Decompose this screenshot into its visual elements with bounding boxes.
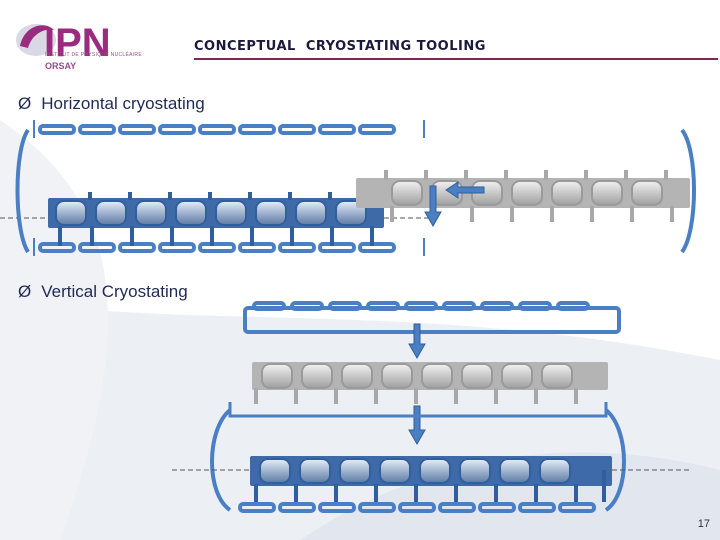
- ipn-logo: IPN: [14, 12, 126, 78]
- down-arrow-icon: [408, 405, 426, 446]
- logo-city: ORSAY: [45, 61, 77, 71]
- vertical-tooling: [172, 301, 690, 513]
- bottom-rail: [33, 238, 425, 256]
- logo-text: IPN: [44, 21, 111, 65]
- bottom-rail: [238, 502, 596, 513]
- logo-subtitle: INSTITUT DE PHYSIQUE NUCLÉAIRE: [45, 52, 142, 58]
- left-bracket: [210, 408, 232, 512]
- horizontal-tooling: [0, 120, 696, 256]
- blue-cavity-string: [48, 192, 384, 246]
- down-arrow-icon: [424, 185, 442, 228]
- left-bracket: [15, 128, 30, 254]
- arrow-bullet-icon: Ø: [18, 94, 32, 113]
- bullet-vertical: Ø Vertical Cryostating: [18, 282, 188, 302]
- grey-cavity-string-vertical: [252, 362, 608, 404]
- bullet-label: Vertical Cryostating: [41, 282, 188, 301]
- bullet-label: Horizontal cryostating: [41, 94, 205, 113]
- top-frame-rail: [252, 301, 590, 311]
- top-frame: [243, 306, 621, 334]
- bullet-horizontal: Ø Horizontal cryostating: [18, 94, 205, 114]
- left-arrow-icon: [445, 181, 485, 199]
- top-rail: [33, 120, 425, 138]
- blue-cavity-string-vertical: [250, 456, 612, 502]
- arrow-bullet-icon: Ø: [18, 282, 32, 301]
- right-bracket: [680, 128, 696, 254]
- lower-frame-top: [228, 402, 608, 418]
- right-bracket: [604, 408, 626, 512]
- page-number: 17: [697, 518, 710, 530]
- down-arrow-icon: [408, 323, 426, 360]
- title-underline: [194, 58, 718, 60]
- page-title: CONCEPTUAL CRYOSTATING TOOLING: [194, 39, 486, 54]
- grey-cavity-string: [356, 170, 690, 222]
